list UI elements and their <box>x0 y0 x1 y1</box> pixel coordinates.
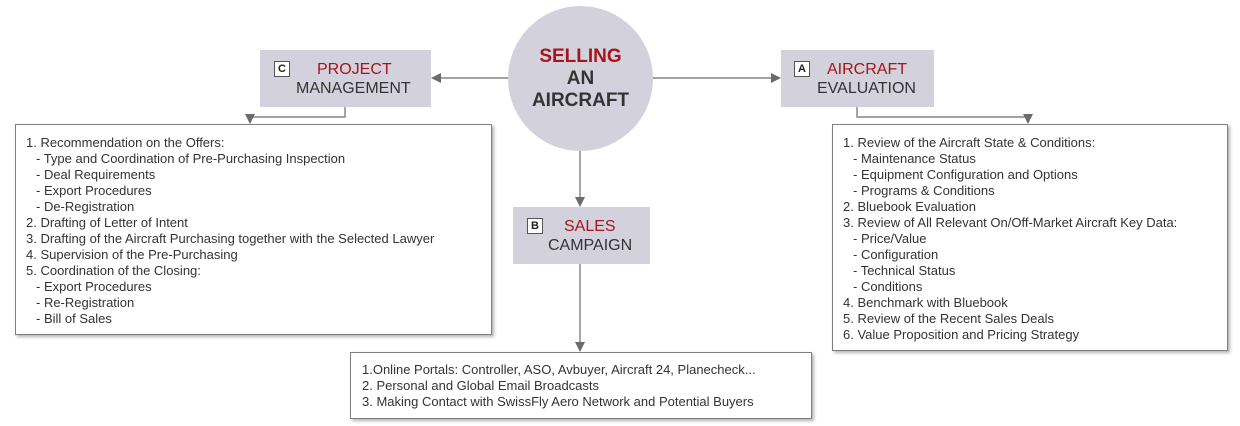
detail-subitem: - Deal Requirements <box>36 167 156 182</box>
detail-item: 1. Recommendation on the Offers: <box>26 135 225 150</box>
project-management-header: C PROJECT MANAGEMENT <box>260 50 431 107</box>
project-management-details: 1. Recommendation on the Offers: - Type … <box>15 124 492 335</box>
detail-item: 6. Value Proposition and Pricing Strateg… <box>843 327 1080 342</box>
detail-item: 3. Drafting of the Aircraft Purchasing t… <box>26 231 435 246</box>
detail-subitem: - Configuration <box>853 247 939 262</box>
aircraft-evaluation-title-line-2: EVALUATION <box>817 80 916 97</box>
detail-item: 1.Online Portals: Controller, ASO, Avbuy… <box>362 362 756 377</box>
detail-item: 2. Personal and Global Email Broadcasts <box>362 378 600 393</box>
aircraft-evaluation-header: A AIRCRAFT EVALUATION <box>781 50 934 107</box>
detail-subitem: - Price/Value <box>853 231 927 246</box>
detail-subitem: - Programs & Conditions <box>853 183 995 198</box>
section-b-badge: B <box>527 218 543 234</box>
detail-item: 4. Benchmark with Bluebook <box>843 295 1008 310</box>
detail-item: 5. Coordination of the Closing: <box>26 263 201 278</box>
project-management-title-line-1: PROJECT <box>317 61 392 78</box>
section-c-badge: C <box>274 61 290 77</box>
detail-subitem: - Maintenance Status <box>853 151 976 166</box>
detail-item: 2. Drafting of Letter of Intent <box>26 215 188 230</box>
detail-subitem: - Technical Status <box>853 263 956 278</box>
sales-campaign-title-line-1: SALES <box>564 218 616 235</box>
detail-subitem: - Re-Registration <box>36 295 135 310</box>
detail-subitem: - Export Procedures <box>36 279 152 294</box>
hub-title-line-2: AN <box>566 67 595 89</box>
detail-subitem: - Export Procedures <box>36 183 152 198</box>
detail-subitem: - Type and Coordination of Pre-Purchasin… <box>36 151 346 166</box>
detail-item: 3. Making Contact with SwissFly Aero Net… <box>362 394 754 409</box>
detail-item: 4. Supervision of the Pre-Purchasing <box>26 247 238 262</box>
detail-subitem: - De-Registration <box>36 199 135 214</box>
detail-subitem: - Bill of Sales <box>36 311 112 326</box>
detail-subitem: - Equipment Configuration and Options <box>853 167 1078 182</box>
aircraft-evaluation-details: 1. Review of the Aircraft State & Condit… <box>832 124 1228 351</box>
arrow-aircraft-evaluation-to-details <box>856 107 1033 124</box>
aircraft-evaluation-title-line-1: AIRCRAFT <box>827 61 907 78</box>
sales-campaign-title-line-2: CAMPAIGN <box>548 237 633 254</box>
detail-item: 3. Review of All Relevant On/Off-Market … <box>843 215 1178 230</box>
detail-item: 1. Review of the Aircraft State & Condit… <box>843 135 1096 150</box>
section-a-badge: A <box>794 61 810 77</box>
sales-campaign-details: 1.Online Portals: Controller, ASO, Avbuy… <box>350 352 812 419</box>
hub-title-line-3: AIRCRAFT <box>531 89 630 111</box>
hub-title-line-1: SELLING <box>539 45 622 67</box>
arrow-project-management-to-details <box>245 107 346 124</box>
sales-campaign-header: B SALES CAMPAIGN <box>513 207 650 264</box>
detail-subitem: - Conditions <box>853 279 923 294</box>
detail-item: 2. Bluebook Evaluation <box>843 199 976 214</box>
project-management-title-line-2: MANAGEMENT <box>296 80 411 97</box>
selling-an-aircraft-hub: SELLING AN AIRCRAFT <box>508 6 653 151</box>
detail-item: 5. Review of the Recent Sales Deals <box>843 311 1054 326</box>
